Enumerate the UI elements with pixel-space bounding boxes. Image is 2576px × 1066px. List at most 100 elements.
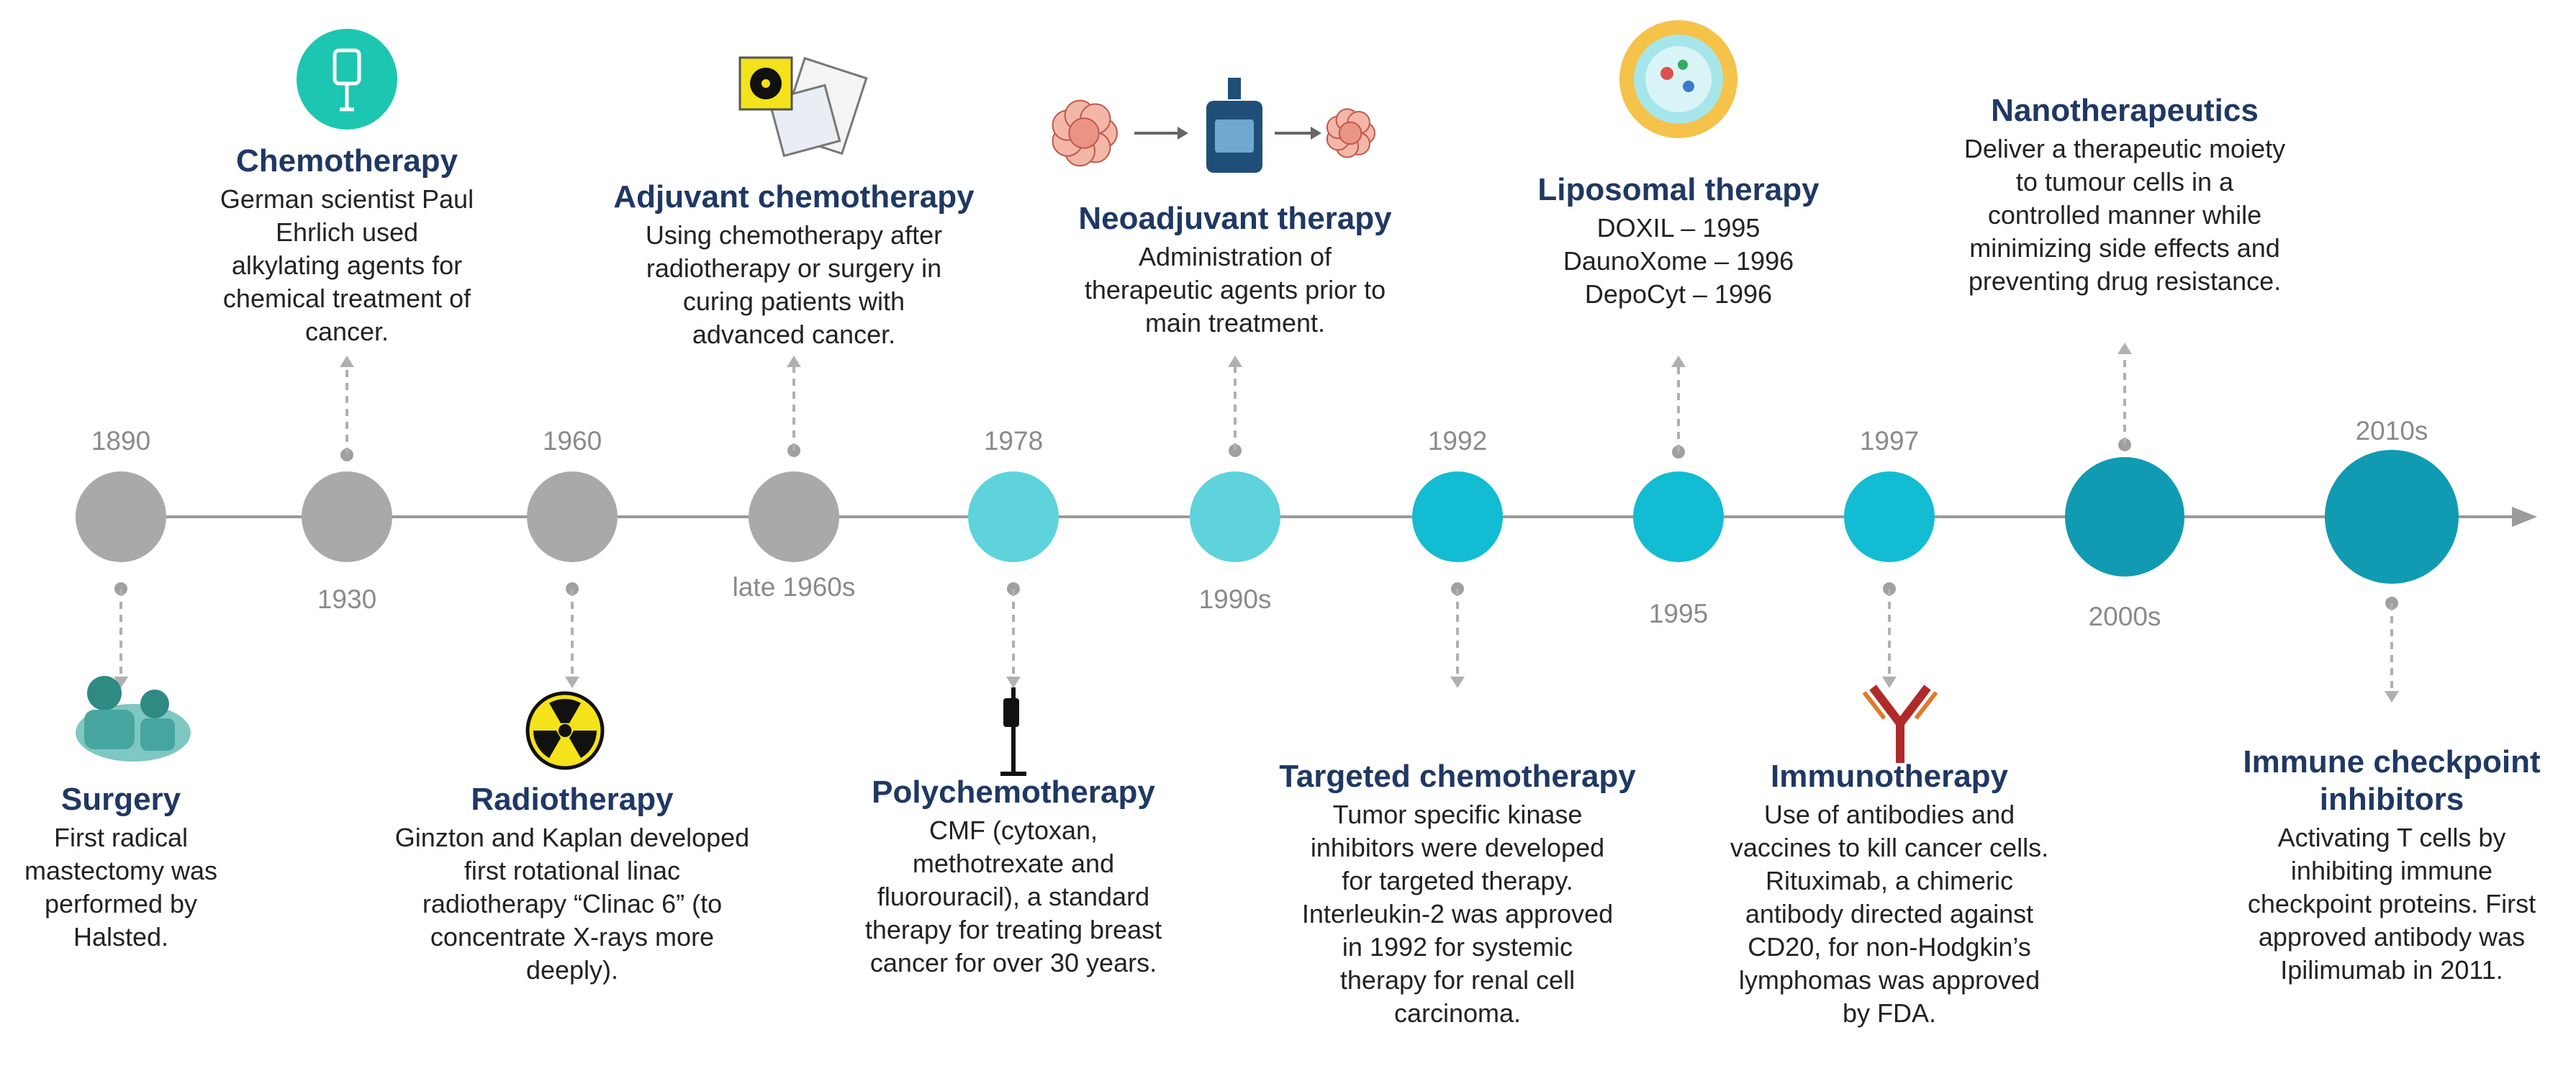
year-label: 1978 xyxy=(983,426,1044,456)
event-description: Ginzton and Kaplan developed first rotati… xyxy=(342,821,803,987)
description-line: to tumour cells in a xyxy=(2015,167,2234,197)
neoadj-icon xyxy=(1052,78,1375,173)
description-line: cancer for over 30 years. xyxy=(869,948,1157,977)
event-description: Use of antibodies and vaccines to kill ca… xyxy=(1702,798,2076,1030)
year-label: 1890 xyxy=(91,426,151,456)
timeline-node xyxy=(527,471,618,562)
connector-arrowhead xyxy=(340,356,354,367)
description-line: Rituximab, a chimeric xyxy=(1765,866,2014,895)
year-label: late 1960s xyxy=(732,572,856,602)
description-line: Ginzton and Kaplan developed xyxy=(394,823,750,852)
description-line: mastectomy was xyxy=(24,856,218,885)
year-label: 1992 xyxy=(1427,426,1488,456)
description-line: lymphomas was approved xyxy=(1738,965,2041,995)
description-line: alkylating agents for xyxy=(231,250,463,280)
connector-arrowhead xyxy=(1882,677,1897,688)
description-line: vaccines to kill cancer cells. xyxy=(1730,833,2049,862)
description-line: by FDA. xyxy=(1842,998,1937,1028)
event-description: Administration of therapeutic agents prio… xyxy=(1034,240,1437,340)
connector-arrowhead xyxy=(2385,691,2399,703)
description-line: First radical xyxy=(53,823,189,852)
event-title: Adjuvant chemotherapy xyxy=(613,179,975,214)
adjuvant-icon xyxy=(738,56,868,158)
description-line: CMF (cytoxan, xyxy=(928,816,1098,845)
description-line: chemical treatment of xyxy=(222,284,471,313)
antibody-icon xyxy=(1862,685,1938,763)
event-title: Liposomal therapy xyxy=(1537,172,1820,207)
description-line: Use of antibodies and xyxy=(1763,800,2015,829)
axis-arrowhead xyxy=(2512,507,2537,527)
timeline-node xyxy=(76,471,166,562)
liposome-icon xyxy=(1619,20,1737,138)
connector-arrowhead xyxy=(2118,343,2132,354)
connector-arrowhead xyxy=(1228,356,1242,367)
description-line: controlled manner while xyxy=(1987,200,2262,230)
timeline-node xyxy=(749,471,839,562)
drip-icon xyxy=(1000,687,1026,776)
year-label: 1990s xyxy=(1198,584,1272,614)
description-line: first rotational linac xyxy=(464,856,681,885)
timeline-node xyxy=(1633,471,1724,562)
description-line: CD20, for non-Hodgkin’s xyxy=(1748,932,2031,962)
connector-arrowhead xyxy=(565,677,579,688)
event-title: Radiotherapy xyxy=(471,782,674,817)
description-line: for targeted therapy. xyxy=(1342,866,1573,895)
description-line: performed by xyxy=(44,889,198,918)
radiation-icon xyxy=(525,691,605,770)
description-line: therapeutic agents prior to xyxy=(1084,275,1386,304)
year-label: 1960 xyxy=(542,426,602,456)
description-line: cancer. xyxy=(304,317,389,346)
event-title-line: inhibitors xyxy=(2319,782,2464,817)
year-label: 1997 xyxy=(1859,426,1920,456)
connector-arrowhead xyxy=(114,677,128,688)
iv-icon xyxy=(297,29,397,130)
description-line: preventing drug resistance. xyxy=(1968,266,2282,296)
timeline-node xyxy=(2065,457,2184,577)
connector-arrowhead xyxy=(787,356,801,367)
event-title: Immunotherapy xyxy=(1770,759,2009,794)
description-line: Administration of xyxy=(1138,242,1332,271)
timeline-node xyxy=(2325,450,2459,584)
description-line: DepoCyt – 1996 xyxy=(1584,279,1773,309)
description-line: fluorouracil), a standard xyxy=(877,882,1150,911)
timeline-node xyxy=(968,471,1059,562)
timeline-node xyxy=(1190,471,1280,562)
description-line: Deliver a therapeutic moiety xyxy=(1963,134,2286,163)
timeline-node xyxy=(302,471,392,562)
event-title: Surgery xyxy=(60,782,181,817)
event-description: Deliver a therapeutic moiety to tumour ce… xyxy=(1938,132,2312,298)
timeline-node xyxy=(1412,471,1503,562)
description-line: antibody directed against xyxy=(1745,899,2034,929)
year-label: 2000s xyxy=(2088,602,2161,631)
description-line: minimizing side effects and xyxy=(1969,233,2280,263)
description-line: approved antibody was xyxy=(2258,922,2526,952)
description-line: in 1992 for systemic xyxy=(1342,932,1573,962)
description-line: inhibiting immune xyxy=(2290,856,2493,885)
description-line: Interleukin-2 was approved xyxy=(1301,899,1614,929)
description-line: radiotherapy or surgery in xyxy=(646,253,942,283)
description-line: deeply). xyxy=(525,955,619,985)
year-label: 2010s xyxy=(2355,416,2428,446)
description-line: curing patients with xyxy=(682,286,905,316)
year-label: 1930 xyxy=(317,584,377,614)
description-line: Using chemotherapy after xyxy=(645,220,943,250)
description-line: DaunoXome – 1996 xyxy=(1563,246,1794,276)
description-line: Activating T cells by xyxy=(2277,823,2506,852)
description-line: DOXIL – 1995 xyxy=(1596,213,1761,243)
description-line: Tumor specific kinase xyxy=(1332,800,1583,829)
